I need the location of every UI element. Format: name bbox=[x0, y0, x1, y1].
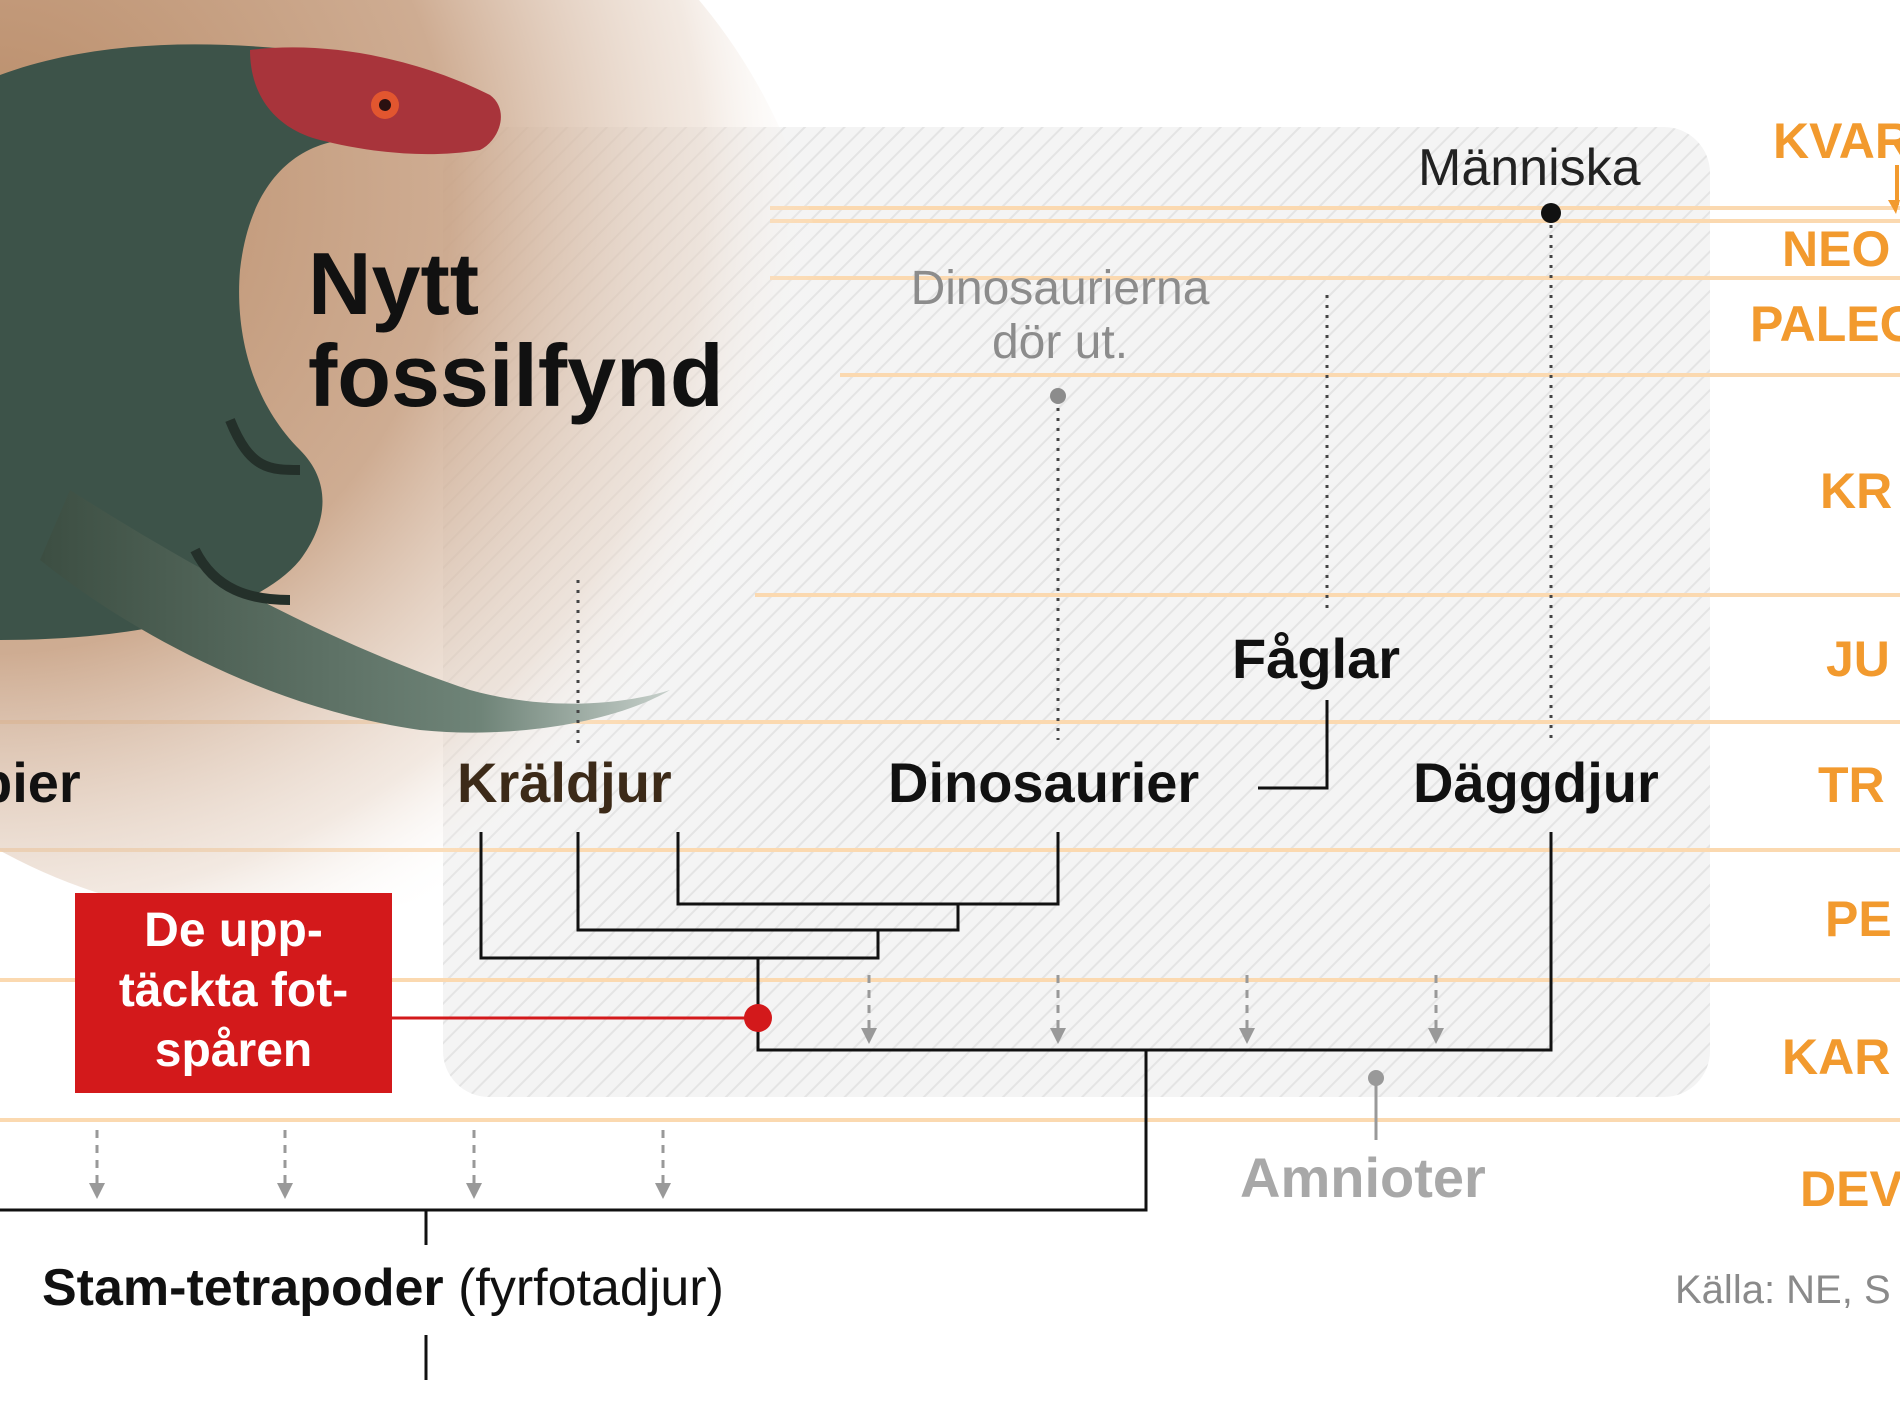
extinction-line-2: dör ut. bbox=[991, 316, 1129, 369]
footprint-dot bbox=[744, 1004, 772, 1032]
label-mammals: Däggdjur bbox=[1413, 751, 1659, 814]
period-arrow-head bbox=[1888, 200, 1900, 214]
label-human: Människa bbox=[1418, 139, 1641, 197]
period-label: KVAR bbox=[1773, 113, 1900, 169]
callout-line-3: spåren bbox=[154, 1024, 313, 1077]
page-title: Nytt fossilfynd bbox=[308, 238, 724, 422]
stem-bold: Stam-tetrapoder bbox=[42, 1259, 444, 1317]
source-note: Källa: NE, S bbox=[1675, 1268, 1891, 1312]
callout-line-2: täckta fot- bbox=[118, 964, 349, 1017]
label-reptiles: Kräldjur bbox=[457, 751, 672, 814]
period-label: JU bbox=[1826, 631, 1890, 687]
period-label: KR bbox=[1820, 463, 1893, 519]
extinction-dot bbox=[1050, 388, 1066, 404]
birds-connector bbox=[1258, 700, 1329, 790]
period-label: PALEO bbox=[1750, 296, 1900, 352]
extinction-line-1: Dinosaurierna bbox=[910, 262, 1210, 315]
lineage-extensions bbox=[576, 215, 1553, 745]
label-amniotes: Amnioter bbox=[1240, 1146, 1486, 1209]
label-extinction: Dinosaurierna dör ut. bbox=[870, 262, 1250, 370]
stem-rest: (fyrfotadjur) bbox=[458, 1259, 724, 1317]
footprint-callout: De upp- täckta fot- spåren bbox=[75, 893, 392, 1093]
label-stem-tetrapods: Stam-tetrapoder (fyrfotadjur) bbox=[42, 1258, 724, 1318]
dashed-arrows bbox=[89, 975, 1444, 1199]
title-line-2: fossilfynd bbox=[308, 326, 724, 425]
label-birds: Fåglar bbox=[1232, 627, 1401, 690]
label-dinosaurs: Dinosaurier bbox=[888, 751, 1200, 814]
title-line-1: Nytt bbox=[308, 234, 480, 333]
callout-line-1: De upp- bbox=[144, 904, 323, 957]
period-label: KAR bbox=[1782, 1029, 1891, 1085]
label-left-cut: bier bbox=[0, 751, 81, 814]
period-label: TR bbox=[1818, 757, 1885, 813]
lizard-illustration bbox=[0, 0, 830, 920]
human-dot bbox=[1541, 203, 1561, 223]
period-label: NEO bbox=[1782, 221, 1891, 277]
period-label: PE bbox=[1825, 891, 1892, 947]
period-label: DEV bbox=[1800, 1161, 1900, 1217]
